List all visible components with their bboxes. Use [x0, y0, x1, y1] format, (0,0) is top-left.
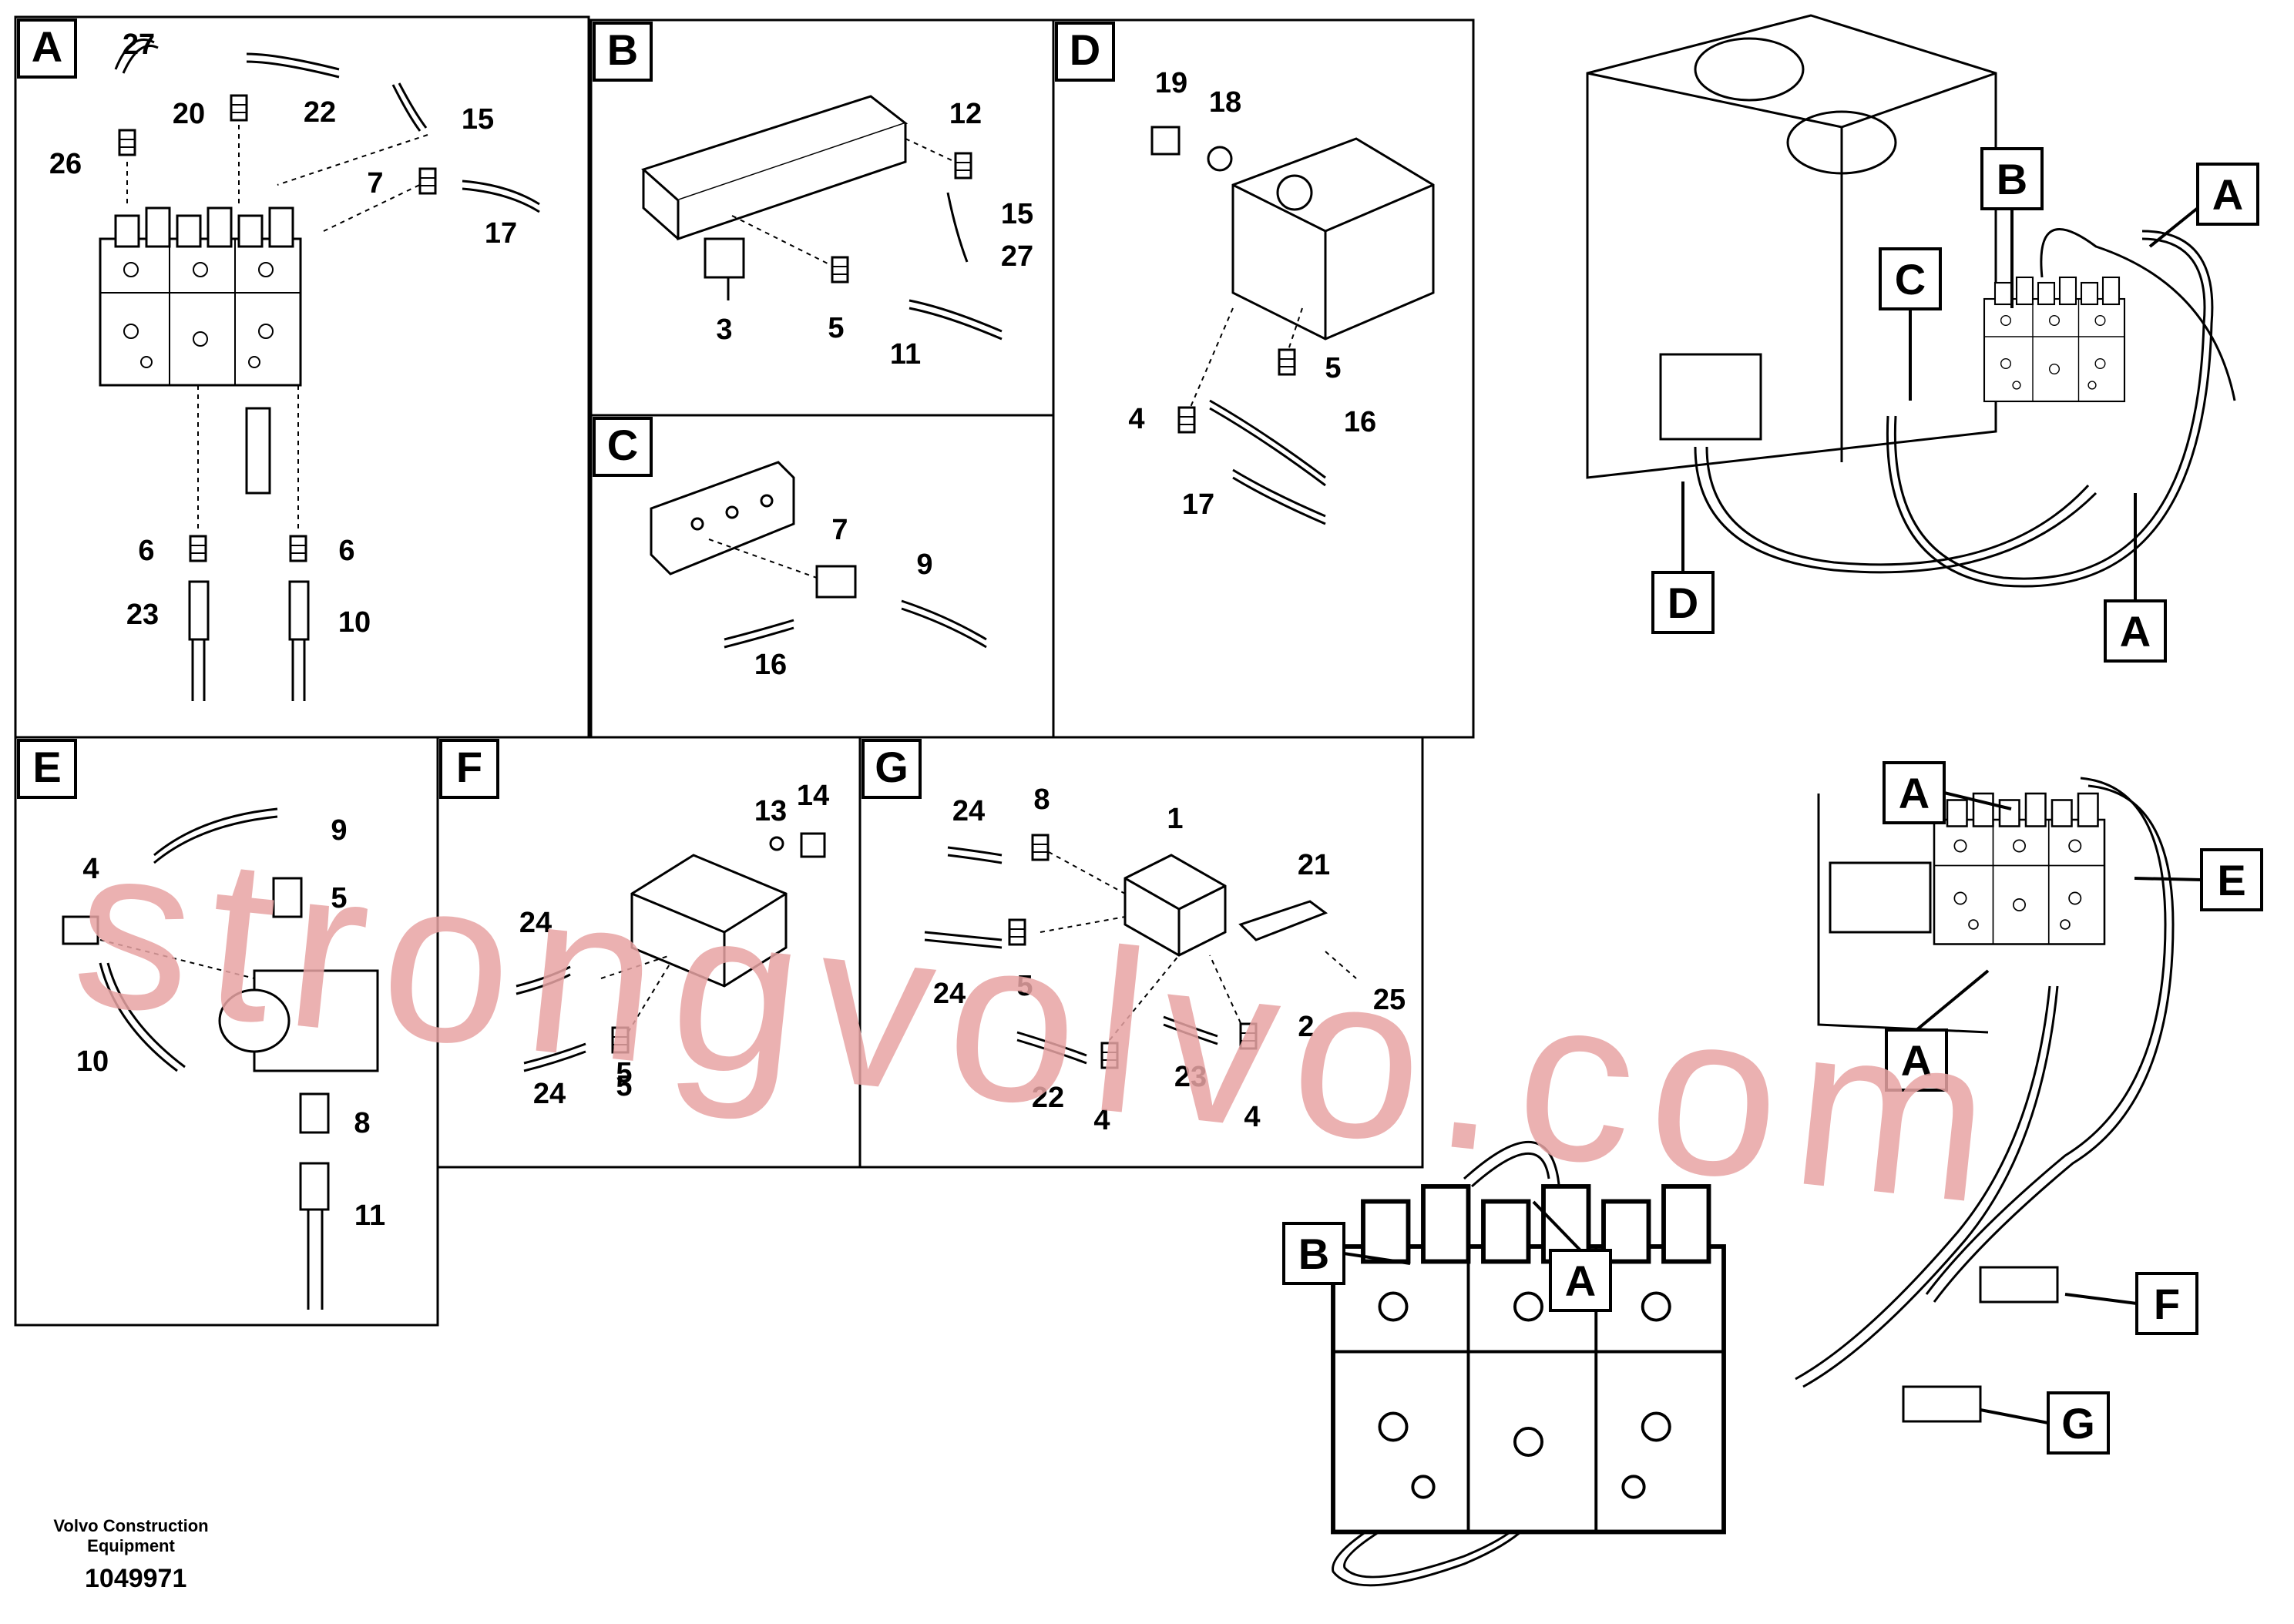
part-label: 7	[831, 514, 848, 546]
part-label: 24	[533, 1078, 566, 1110]
part-label: 4	[1244, 1101, 1260, 1133]
part-label: 11	[354, 1200, 385, 1232]
part-label: 24	[933, 978, 966, 1010]
part-label: 7	[367, 167, 383, 200]
callout-leaders	[1343, 206, 2202, 1424]
part-label: 5	[828, 312, 844, 344]
part-label: 9	[331, 814, 347, 847]
overview-callout-a: A	[2212, 170, 2243, 219]
part-label: 5	[1016, 970, 1033, 1002]
watermark: strongvolvo.com	[64, 793, 2018, 1254]
panel-tag-a: A	[32, 22, 62, 71]
overview-callout-e: E	[2217, 856, 2245, 904]
overview-callout-a: A	[1899, 769, 1930, 817]
part-label: 11	[890, 338, 921, 371]
panel-tag-f: F	[456, 743, 482, 791]
overview-callout-b: B	[1997, 155, 2027, 203]
panel-tag-b: B	[607, 25, 638, 74]
panel-tag-g: G	[875, 743, 909, 791]
part-label: 1	[1167, 803, 1183, 835]
panel-f-drawing	[516, 832, 826, 1072]
overview-callout-d: D	[1668, 579, 1698, 627]
part-label: 22	[304, 96, 336, 129]
part-label: 16	[1344, 406, 1376, 438]
part-label: 14	[797, 780, 829, 812]
part-label: 23	[1174, 1061, 1207, 1093]
part-label: 25	[1373, 984, 1406, 1016]
part-label: 2	[1298, 1011, 1314, 1043]
overview-callout-g: G	[2061, 1399, 2095, 1448]
part-label: 12	[949, 98, 982, 130]
panel-frames	[14, 15, 1475, 1327]
panel-tag-c: C	[607, 421, 638, 469]
part-label: 18	[1209, 86, 1241, 119]
part-label: 21	[1298, 849, 1330, 881]
part-label: 4	[82, 853, 99, 885]
tag-boxes	[17, 18, 2263, 1455]
part-label: 17	[1182, 488, 1214, 521]
footer-company: Volvo Construction Equipment	[53, 1516, 209, 1555]
overview-callout-c: C	[1895, 255, 1926, 304]
part-label: 27	[123, 29, 155, 61]
part-label: 4	[1093, 1104, 1110, 1136]
panel-d-drawing	[1150, 126, 1435, 525]
panel-g-drawing	[924, 846, 1357, 1065]
footer-drawing-number: 1049971	[85, 1564, 187, 1593]
panel-e-drawing	[62, 807, 379, 1310]
part-label: 16	[754, 649, 787, 681]
part-label: 9	[916, 549, 932, 581]
part-label: 6	[338, 535, 354, 567]
part-label: 19	[1155, 67, 1187, 99]
overview-callout-a: A	[1901, 1036, 1932, 1085]
overview-callout-f: F	[2154, 1280, 2180, 1328]
part-label: 15	[1001, 198, 1033, 230]
part-label: 20	[173, 98, 205, 130]
overview-callout-a: A	[2120, 607, 2151, 656]
part-label: 6	[138, 535, 154, 567]
panel-c-drawing	[650, 461, 987, 649]
panel-tag-e: E	[32, 743, 61, 791]
overview-callout-b: B	[1298, 1230, 1329, 1278]
part-label: 5	[1325, 352, 1341, 384]
overview-middle-drawing	[1795, 777, 2175, 1423]
part-label: 4	[1128, 403, 1144, 435]
part-label: 5	[616, 1057, 632, 1089]
overview-callout-a: A	[1565, 1257, 1596, 1305]
part-label: 3	[716, 314, 732, 346]
part-label: 8	[354, 1107, 370, 1139]
part-label: 10	[338, 606, 371, 639]
part-label: 8	[1033, 783, 1050, 816]
part-label: 22	[1032, 1082, 1064, 1114]
part-label: 13	[754, 795, 787, 827]
part-label: 5	[331, 882, 347, 914]
part-label: 23	[126, 599, 159, 631]
part-label: 17	[485, 217, 517, 250]
part-label: 24	[952, 795, 985, 827]
panel-a-drawing	[99, 39, 540, 701]
part-label: 10	[76, 1045, 109, 1078]
part-label: 5	[616, 1070, 632, 1102]
panel-b-drawing	[641, 95, 1003, 341]
overview-tank-drawing	[1586, 14, 2236, 588]
panel-tag-d: D	[1070, 25, 1100, 74]
part-label: 27	[1001, 240, 1033, 273]
part-label: 15	[462, 103, 494, 136]
part-label: 26	[49, 148, 82, 180]
part-label: 24	[519, 907, 552, 939]
